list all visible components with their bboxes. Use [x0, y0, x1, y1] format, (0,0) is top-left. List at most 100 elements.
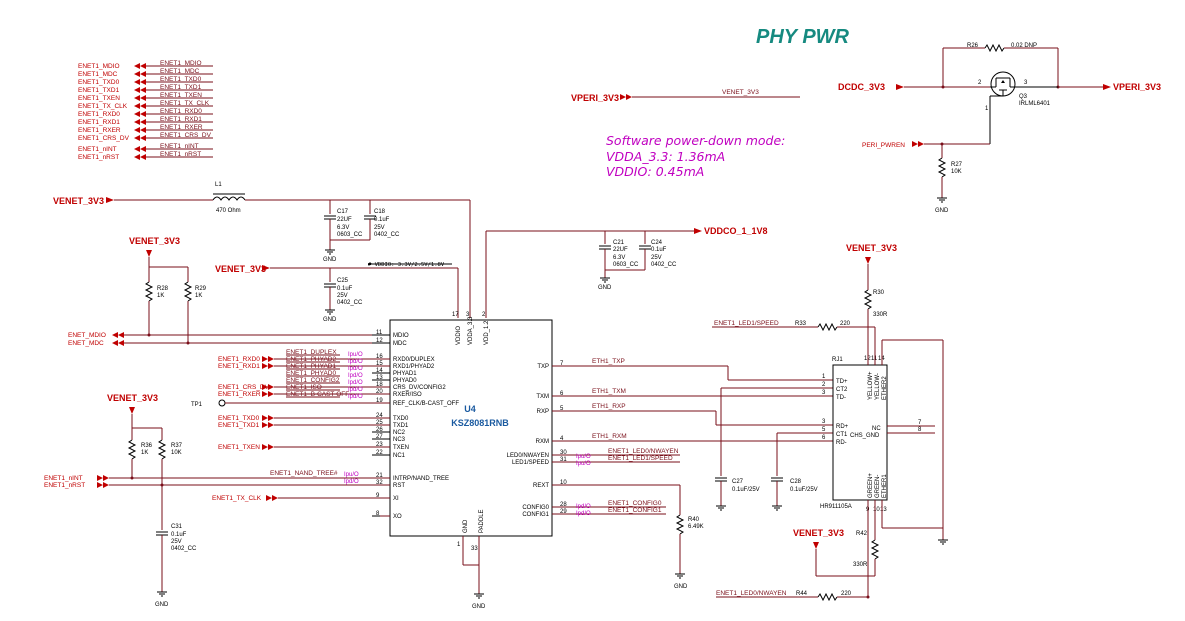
left-net-label: ENET1_MDIO	[160, 60, 202, 67]
net-eth1-rxm: ETH1_RXM	[592, 433, 627, 440]
ic-pin-number: 15	[376, 361, 383, 367]
rj-pin-chs-gnd: CHS_GND	[850, 433, 880, 439]
rj-pin-num: 6	[822, 435, 826, 441]
power-arrow	[865, 257, 871, 264]
r26-ref: R26	[967, 43, 979, 49]
output-port-icon	[262, 391, 274, 397]
test-point-icon	[218, 399, 226, 407]
port-nint: ENET1_nINT	[44, 475, 83, 482]
c21-v1: 22UF	[613, 247, 628, 253]
r44-val: 220	[841, 591, 852, 597]
ic-pin-number: 5	[560, 406, 564, 412]
rj-pin-ct1: CT1	[836, 432, 848, 438]
bus-port-icon	[134, 135, 146, 141]
rj-pin-nc: NC	[872, 426, 881, 432]
r30-ref: R30	[873, 290, 885, 296]
ipd-label: Ipu/O	[576, 461, 591, 467]
ic-pin-number: 32	[376, 480, 383, 486]
port-enet-mdc: ENET_MDC	[68, 340, 104, 347]
left-port-label: ENET1_TXD0	[78, 79, 120, 86]
ipd-label: Ipu/O	[344, 472, 359, 478]
ic-pin-name: NC2	[393, 430, 406, 436]
l1-value: 470 Ohm	[216, 208, 241, 214]
c28-val: 0.1uF/25V	[790, 487, 818, 493]
dcdc-label: DCDC_3V3	[838, 82, 885, 92]
bidir-port-icon	[112, 340, 124, 346]
rj-bottom-num: 10	[873, 507, 880, 513]
resistor-r37	[157, 439, 167, 460]
left-port-label: ENET1_TX_CLK	[78, 103, 128, 110]
left-net-label: ENET1_TXEN	[160, 92, 202, 99]
ic-pin-name: RXM	[536, 439, 549, 445]
left-port-label: ENET1_nINT	[78, 146, 117, 153]
port-enet-mdio: ENET_MDIO	[68, 332, 106, 339]
rj45-connector: RJ1 HR911105A TD+ CT2 TD- RD+ CT1 RD- 1 …	[712, 243, 948, 602]
c17-ref: C17	[337, 209, 349, 215]
ic-pin-name: LED0/NWAYEN	[507, 453, 549, 459]
rj-pin-ct2: CT2	[836, 387, 848, 393]
note-line-3: VDDIO: 0.45mA	[606, 164, 704, 179]
gnd-label: GND	[155, 602, 169, 608]
q3-pin: 3	[1024, 80, 1028, 86]
ipd-label: Ipd/O	[348, 380, 363, 386]
ic-pin-name: PHYAD1	[393, 371, 417, 377]
ic-right-nets: ETH1_TXP ETH1_TXM ETH1_RXP ETH1_RXM ENET…	[552, 358, 833, 590]
ic-part: KSZ8081RNB	[451, 418, 509, 428]
port-crs-dv: ENET1_CRS_DV	[218, 384, 270, 391]
ipd-label: Ipd/O	[348, 359, 363, 365]
gnd-symbol	[157, 591, 167, 597]
r33-val: 220	[840, 321, 851, 327]
ic-pin-number: 13	[376, 375, 383, 381]
rj-pin-rd-plus: RD+	[836, 424, 849, 430]
r29-val: 1K	[195, 293, 202, 299]
gnd-label: GND	[323, 257, 337, 263]
power-arrow	[106, 197, 114, 203]
r36-ref: R36	[141, 443, 153, 449]
rj-pin-num: 1	[822, 374, 826, 380]
ic-pin-name: INTRP/NAND_TREE	[393, 476, 449, 482]
ic-pin-name: MDC	[393, 341, 407, 347]
ic-pin-number: 19	[376, 398, 383, 404]
c18-v1: 0.1uF	[374, 217, 390, 223]
ic-ref: U4	[464, 404, 476, 414]
ic-bottom-num: 1	[457, 542, 461, 548]
port-rxer: ENET1_RXER	[218, 391, 261, 398]
gnd-label: GND	[323, 317, 337, 323]
c24-v1: 0.1uF	[651, 247, 667, 253]
q3-val: IRLML6401	[1019, 101, 1051, 107]
vddco-block: VDDCO_1_1V8 C21 22UF 6.3V 0603_CC C24 0.…	[485, 226, 768, 318]
ic-pin-number: 29	[560, 509, 567, 515]
r26-val: 0.02 DNP	[1011, 43, 1037, 49]
net-config0: ENET1_CONFIG0	[608, 500, 662, 507]
gnd-label: GND	[674, 584, 688, 590]
rj-part: HR911105A	[820, 504, 852, 510]
net-led0-nwayen-2: ENET1_LED0/NWAYEN	[716, 590, 787, 597]
l1-ref: L1	[215, 182, 222, 188]
r29-ref: R29	[195, 286, 207, 292]
ic-pin-name: TXEN	[393, 445, 409, 451]
ipd-label: Ipd/O	[348, 394, 363, 400]
power-arrow	[262, 265, 270, 271]
c28-ref: C28	[790, 479, 802, 485]
ic-pin-number: 22	[376, 450, 383, 456]
vddio-note: # VDDIO: 3.3V/2.5V/1.8V	[368, 262, 445, 268]
c25-v1: 0.1uF	[337, 286, 353, 292]
page-title: PHY PWR	[756, 26, 850, 48]
resistor-r29	[183, 281, 193, 302]
power-arrow	[694, 228, 702, 234]
input-port-icon	[266, 495, 278, 501]
ic-pin-name: RXD0/DUPLEX	[393, 357, 435, 363]
left-port-label: ENET1_nRST	[78, 154, 119, 161]
c18-v2: 25V	[374, 225, 385, 231]
power-arrow	[146, 250, 152, 257]
q3-pin: 1	[985, 106, 989, 112]
ic-pin-name: MDIO	[393, 333, 409, 339]
r27-ref: R27	[951, 162, 963, 168]
c25-ref: C25	[337, 278, 349, 284]
net-led0: ENET1_LED0/NWAYEN	[608, 448, 679, 455]
io-port-icon	[97, 482, 109, 488]
output-port-icon	[262, 363, 274, 369]
